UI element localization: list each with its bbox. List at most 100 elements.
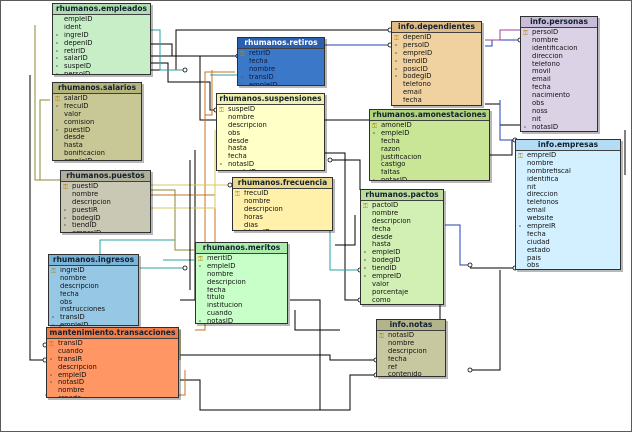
table-field[interactable]: nacimiento <box>521 92 597 100</box>
table-field[interactable]: ∘posicID <box>392 66 481 74</box>
table-field[interactable]: porcentaje <box>361 289 443 297</box>
table-field[interactable]: ∘tiendID <box>392 58 481 66</box>
table-field[interactable]: ∘notasID <box>196 318 287 323</box>
table-title[interactable]: rhumanos.ingresos <box>49 255 138 266</box>
table-field[interactable]: ∘bloquID <box>233 229 332 230</box>
table-field[interactable]: ∘transID <box>49 314 138 322</box>
table-title[interactable]: rhumanos.meritos <box>196 243 287 254</box>
table-field[interactable]: fecha <box>196 287 287 295</box>
table-field[interactable]: ∘notasID <box>521 124 597 131</box>
table-field[interactable]: direccion <box>516 191 620 199</box>
table-field[interactable]: ∘bodegID <box>392 73 481 81</box>
table-field[interactable]: ⚿retirID <box>238 50 324 58</box>
table-field[interactable]: desde <box>217 138 324 146</box>
table-field[interactable]: fecha <box>392 97 481 105</box>
table-field[interactable]: desde <box>53 134 141 142</box>
table-field[interactable]: nit <box>521 116 597 124</box>
table-field[interactable]: ∘notasID <box>392 105 481 106</box>
table-field[interactable]: nombre <box>516 160 620 168</box>
table-title[interactable]: rhumanos.suspensiones <box>217 94 324 105</box>
table-title[interactable]: mantenimiento.transacciones <box>47 328 178 339</box>
table-field[interactable]: ∘suspeID <box>53 63 150 71</box>
table-field[interactable]: hasta <box>217 145 324 153</box>
table-title[interactable]: rhumanos.puestos <box>61 171 150 182</box>
table-field[interactable]: como <box>361 297 443 304</box>
table-field[interactable]: obs <box>49 299 138 307</box>
table-field[interactable]: ⚿suspeID <box>217 106 324 114</box>
table-field[interactable]: nombre <box>196 271 287 279</box>
table-field[interactable]: nombre <box>217 114 324 122</box>
table-title[interactable]: info.notas <box>377 320 445 331</box>
table-title[interactable]: rhumanos.retiros <box>238 38 324 49</box>
table-field[interactable]: fecha <box>370 138 489 146</box>
table-title[interactable]: rhumanos.salarios <box>53 83 141 94</box>
table-field[interactable]: ∘empleID <box>53 158 141 160</box>
table-field[interactable]: ∘salarID <box>53 55 150 63</box>
table-field[interactable]: ∘bodegID <box>61 215 150 223</box>
table-field[interactable]: dias <box>233 222 332 230</box>
table-field[interactable]: ⚿salarID <box>53 95 141 103</box>
table-field[interactable]: valor <box>53 111 141 119</box>
table-field[interactable]: ∘ingreID <box>53 32 150 40</box>
table-field[interactable]: telefono <box>521 61 597 69</box>
table-field[interactable]: ∘frecuID <box>53 103 141 111</box>
table-title[interactable]: rhumanos.empleados <box>53 4 150 15</box>
table-field[interactable]: instrucciones <box>49 306 138 314</box>
table-field[interactable]: ⚿depenID <box>392 34 481 42</box>
table-field[interactable]: website <box>516 215 620 223</box>
table-title[interactable]: rhumanos.pactos <box>361 190 443 201</box>
table-field[interactable]: ⚿meritID <box>196 255 287 263</box>
table-field[interactable]: ∘empleID <box>217 169 324 170</box>
table-field[interactable]: descripcion <box>377 348 445 356</box>
table-field[interactable]: nombre <box>361 210 443 218</box>
table-title[interactable]: info.personas <box>521 17 597 28</box>
table-field[interactable]: ∘tiendID <box>361 265 443 273</box>
table-field[interactable]: empleID <box>53 16 150 24</box>
table-field[interactable]: nombrefiscal <box>516 168 620 176</box>
table-field[interactable]: justificacion <box>370 154 489 162</box>
table-field[interactable]: ⚿pactoID <box>361 202 443 210</box>
table-field[interactable]: telefono <box>392 81 481 89</box>
table-field[interactable]: titulo <box>196 294 287 302</box>
table-field[interactable]: identificacion <box>521 45 597 53</box>
table-field[interactable]: descripcion <box>361 218 443 226</box>
table-field[interactable]: ∘empreID <box>361 273 443 281</box>
table-field[interactable]: fecha <box>49 291 138 299</box>
table-field[interactable]: fecha <box>516 231 620 239</box>
table-field[interactable]: fecha <box>217 153 324 161</box>
table-field[interactable]: identifica <box>516 176 620 184</box>
table-field[interactable]: nombre <box>377 340 445 348</box>
table-field[interactable]: ref <box>377 364 445 372</box>
table-field[interactable]: ident <box>53 24 150 32</box>
table-field[interactable]: valor <box>361 281 443 289</box>
table-title[interactable]: rhumanos.amonestaciones <box>370 110 489 121</box>
table-field[interactable]: obs <box>516 262 620 269</box>
table-field[interactable]: obs <box>217 130 324 138</box>
table-field[interactable]: pais <box>516 255 620 263</box>
table-field[interactable]: fecha <box>377 356 445 364</box>
table-title[interactable]: info.dependientes <box>392 22 481 33</box>
table-field[interactable]: email <box>516 207 620 215</box>
table-field[interactable]: nombre <box>49 275 138 283</box>
table-field[interactable]: hasta <box>361 241 443 249</box>
table-info-dependientes[interactable]: info.dependientes⚿depenID∘persoID∘empreI… <box>391 21 482 106</box>
table-field[interactable]: nombre <box>521 37 597 45</box>
table-field[interactable]: razon <box>370 146 489 154</box>
table-field[interactable]: descripcion <box>233 206 332 214</box>
table-field[interactable]: nombre <box>238 66 324 74</box>
table-field[interactable]: nombre <box>233 198 332 206</box>
table-field[interactable]: telefonos <box>516 199 620 207</box>
table-field[interactable]: ∘empleID <box>361 249 443 257</box>
table-field[interactable]: ∘empleID <box>196 263 287 271</box>
